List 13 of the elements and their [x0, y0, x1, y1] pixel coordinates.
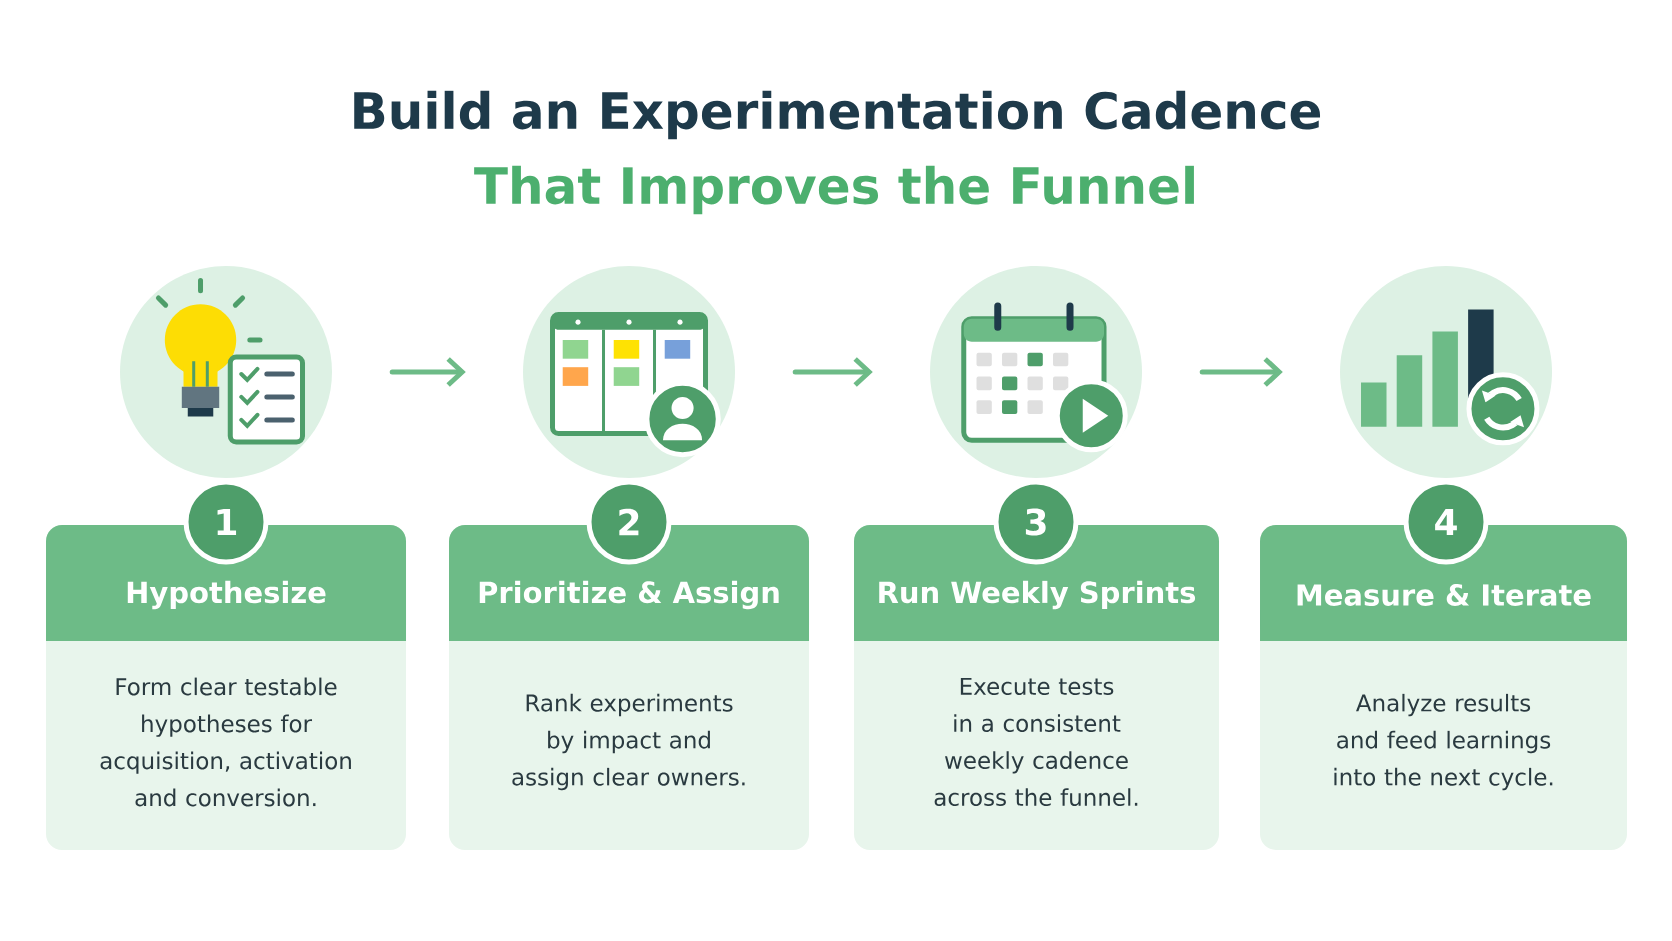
arrow	[1199, 357, 1283, 387]
icon-circle	[120, 266, 332, 478]
step-number: 4	[1403, 479, 1489, 565]
arrow	[792, 357, 873, 387]
step-number: 2	[586, 479, 672, 565]
step-number: 3	[993, 479, 1079, 565]
step-number: 1	[183, 479, 269, 565]
arrow	[389, 357, 466, 387]
icon-circle	[930, 266, 1142, 478]
icon-circle	[523, 266, 735, 478]
icon-circle	[1340, 266, 1552, 478]
subtitle: That Improves the Funnel	[474, 165, 1194, 215]
title: Build an Experimentation Cadence	[354, 90, 1320, 140]
